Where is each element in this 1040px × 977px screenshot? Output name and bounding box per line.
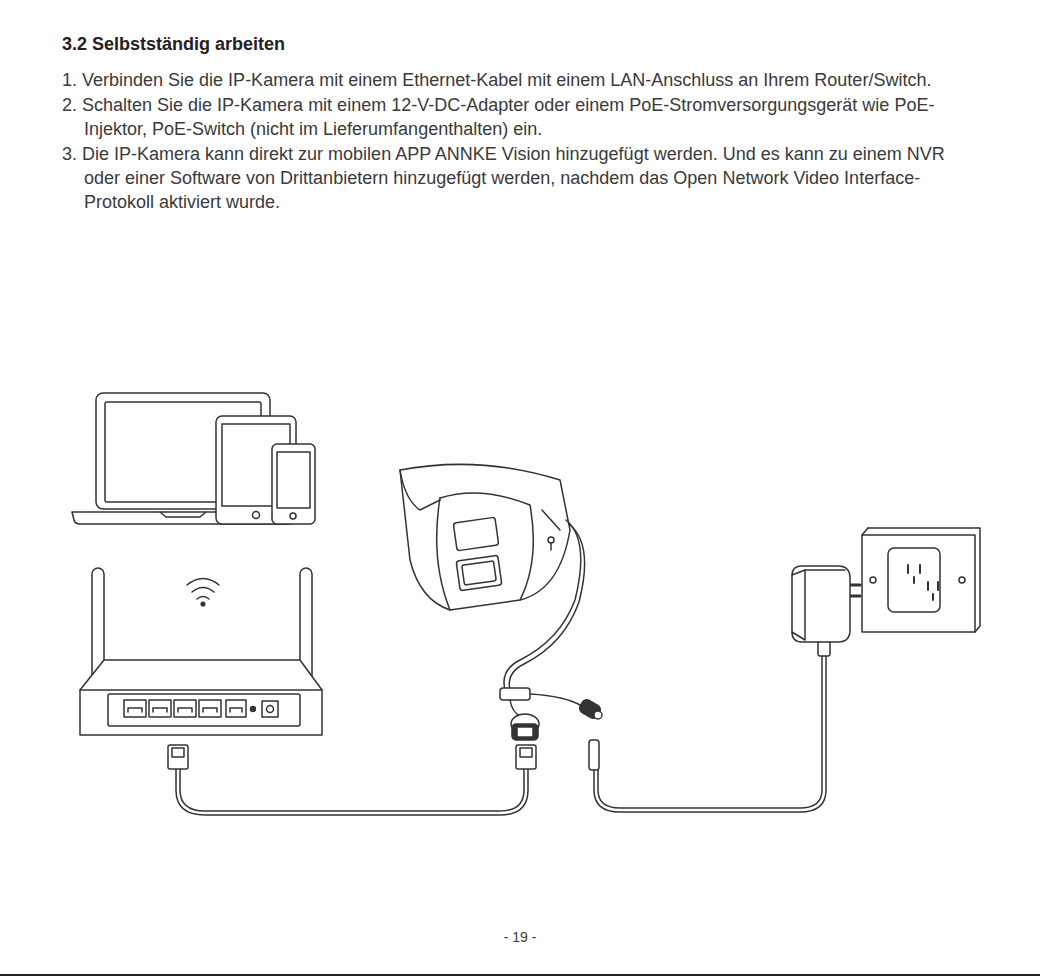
wall-outlet (862, 528, 980, 632)
router-icon (80, 568, 322, 735)
ethernet-cable (168, 745, 536, 815)
power-cable (589, 640, 830, 812)
instruction-step: 3. Die IP-Kamera kann direkt zur mobilen… (62, 142, 977, 214)
dc-jack (578, 698, 602, 720)
page-rule (0, 974, 1040, 976)
section-title: 3.2 Selbstständig arbeiten (62, 34, 285, 55)
camera-pigtail (500, 520, 585, 716)
page-number: - 19 - (0, 929, 1040, 945)
wifi-symbol (187, 579, 219, 606)
turret-camera (400, 464, 570, 610)
rj45-jack (511, 714, 539, 740)
instruction-step: 1. Verbinden Sie die IP-Kamera mit einem… (62, 68, 977, 92)
instruction-step: 2. Schalten Sie die IP-Kamera mit einem … (62, 93, 977, 141)
phone-icon (272, 444, 315, 524)
laptop-icon (72, 393, 292, 524)
power-adapter (792, 566, 860, 642)
